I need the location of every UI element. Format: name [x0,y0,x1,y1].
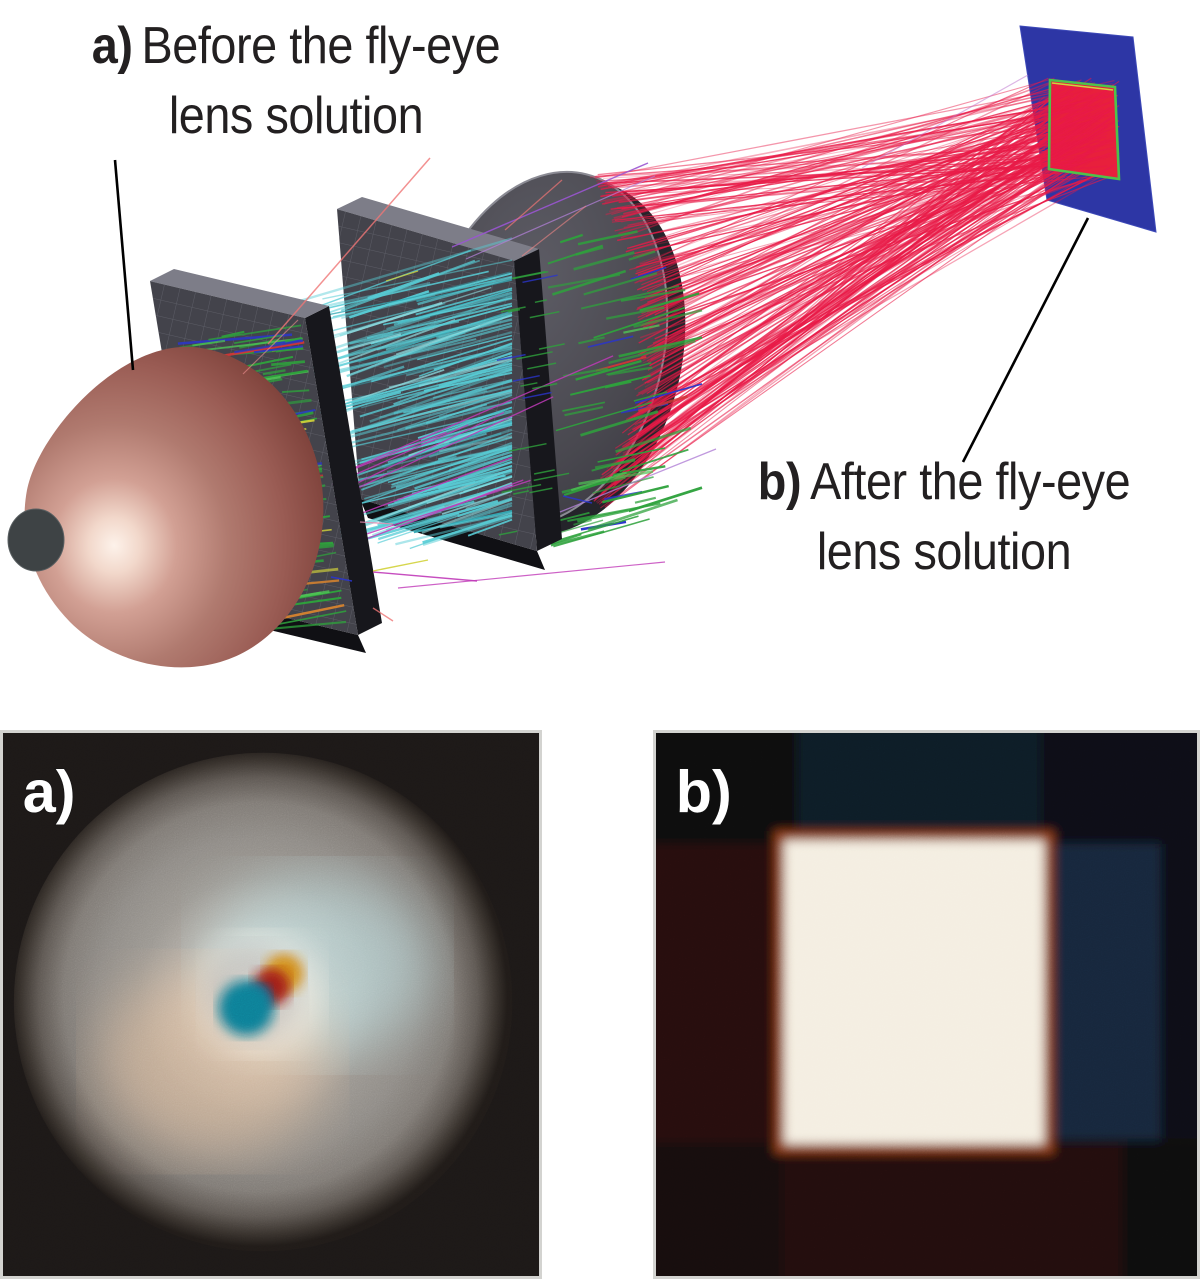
cyan-ray-bundle [282,237,614,550]
caption-a-line1: Before the fly-eye [141,17,501,75]
leader-lines [113,159,1090,463]
reflector-aperture-cap [7,508,65,572]
ray-trace-diagram [7,25,1157,668]
green-rays-after-plate2 [547,230,703,548]
film-grain [656,733,1197,1276]
stray-rays [242,74,1029,622]
plate1-top-face [150,269,329,318]
reflector-body [24,346,324,668]
photo-before-fly-eye: a) [0,730,542,1279]
photo-a-label: a) [23,758,76,825]
plate1-side-face [305,306,382,635]
caption-b-prefix: b) [757,453,802,511]
caption-a-line2: lens solution [168,86,424,145]
film-grain [3,733,539,1276]
ray-segments-on-plate2 [496,270,570,536]
photo-after-fly-eye: b) [653,730,1200,1279]
photo-b-label: b) [676,758,732,825]
irradiance-square-border [1047,78,1121,181]
plate2-top-face [337,197,539,261]
lamp-reflector [7,346,324,668]
plate2-side-face [514,249,562,551]
caption-b-after: b)After the fly-eye lens solution [714,448,1175,587]
leader-line-b [961,217,1090,463]
red-ray-bundle [589,77,1120,509]
caption-b-line2: lens solution [816,522,1072,581]
caption-b-line1: After the fly-eye [810,453,1131,511]
leader-line-a [113,159,135,371]
caption-a-before: a)Before the fly-eye lens solution [49,12,542,151]
caption-a-prefix: a) [91,17,133,75]
